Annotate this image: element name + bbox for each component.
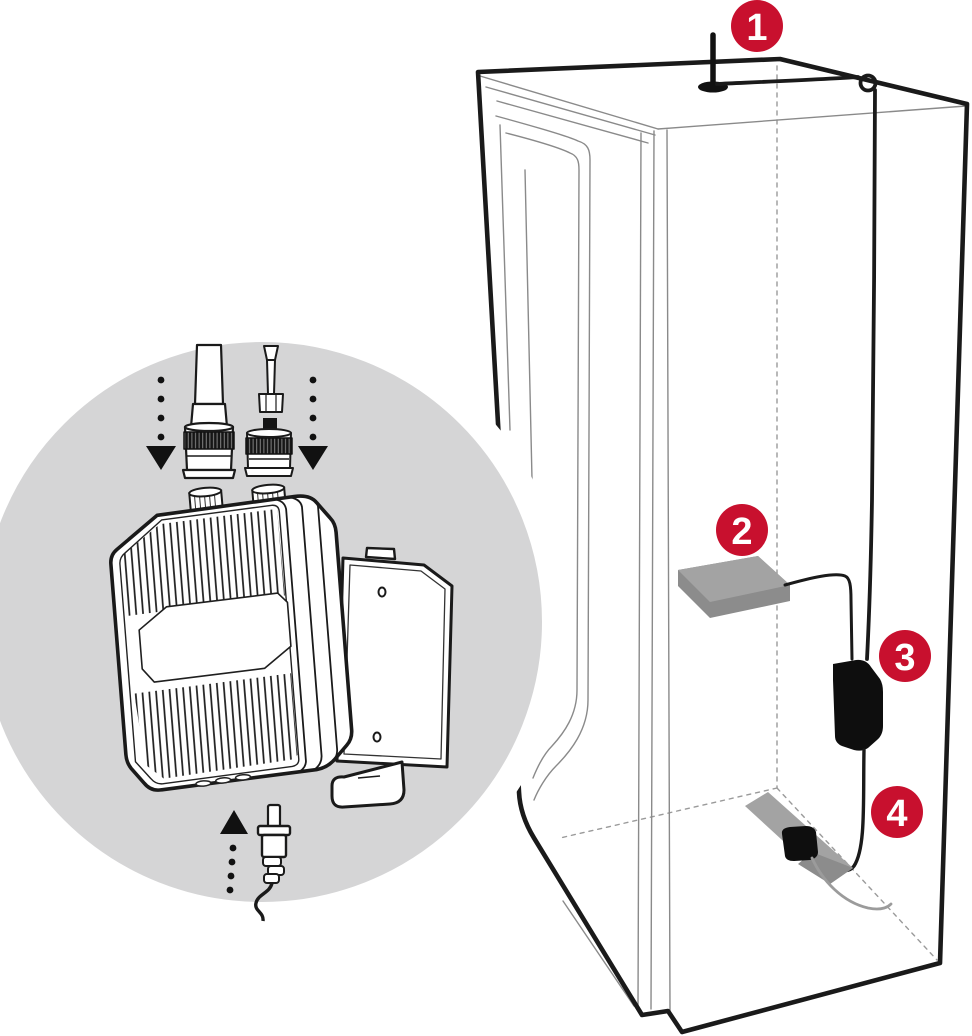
power-supply [833,659,883,751]
up-arrow-icon [220,810,248,894]
callout-number-2: 2 [731,511,752,553]
inside-antenna-cable [810,856,893,911]
booster-label-plate [138,592,292,683]
inside-antenna [745,792,853,884]
callout-badge-4: 4 [871,786,923,838]
large-connector [181,343,237,480]
dc-power-plug [254,803,292,922]
callout-badge-3: 3 [879,630,931,682]
callout-badge-2: 2 [716,504,768,556]
detail-bubble [0,316,568,928]
booster-device [109,494,354,792]
heatsink-fins-top [121,508,285,616]
callout-number-4: 4 [886,793,907,835]
interior-hidden-edges [559,65,938,961]
status-led-lights [195,773,252,787]
antenna-cable [715,73,878,661]
heatsink-fins-bottom [134,673,298,779]
callout-badge-1: 1 [731,0,783,52]
down-arrow-left-icon [146,376,176,470]
vehicle-enclosure [475,32,970,1035]
booster-cable [783,573,854,661]
mounting-bracket [330,546,454,809]
callout-number-3: 3 [894,637,915,679]
callout-number-1: 1 [746,7,767,49]
small-connector [244,345,294,477]
down-arrow-right-icon [298,376,328,470]
vehicle-body-outline [475,56,970,1035]
signal-booster [678,556,790,618]
callout-badges: 1 2 3 4 [716,0,931,838]
